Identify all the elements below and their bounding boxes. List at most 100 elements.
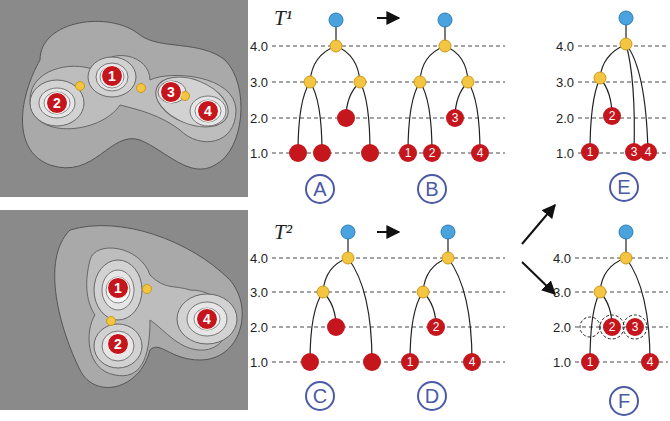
node-text: A [313, 179, 326, 199]
contour-map [195, 100, 221, 122]
merge-node [330, 40, 342, 52]
axis-value: 3.0 [553, 285, 571, 300]
contour-map [102, 331, 134, 361]
axis-value: 3.0 [556, 75, 574, 90]
contour-map [44, 92, 70, 114]
axis-value: 2.0 [250, 111, 268, 126]
node-text: 2 [433, 321, 440, 333]
arrow [522, 205, 555, 244]
contour-map [190, 96, 226, 126]
level-line [272, 46, 505, 47]
axis-value: 4.0 [250, 251, 268, 266]
merge-node [414, 76, 426, 88]
merge-node [439, 40, 451, 52]
peak-marker: 4 [196, 308, 218, 330]
arrow [377, 17, 399, 19]
saddle-point [137, 84, 146, 93]
axis-value: 2.0 [553, 320, 571, 335]
level-line [575, 327, 668, 328]
contour-map [187, 302, 227, 336]
root-node [619, 225, 633, 239]
axis-value: 4.0 [556, 39, 574, 54]
contour-map [149, 67, 236, 136]
unlabeled-leaf [363, 353, 381, 371]
node-text: E [617, 177, 630, 197]
saddle-point [107, 317, 116, 326]
node-text: 3 [452, 112, 459, 124]
contour-map [106, 277, 130, 303]
node-text: 1 [108, 69, 116, 83]
tree-name: T² [274, 220, 292, 245]
saddle-point [76, 82, 190, 326]
merge-node [620, 38, 632, 50]
axis-value: 2.0 [556, 111, 574, 126]
root-node [438, 13, 452, 27]
node-text: 2 [114, 337, 122, 351]
leaf-node: 4 [471, 144, 489, 162]
arrow [377, 231, 399, 233]
leaf-node: 1 [401, 353, 419, 371]
contour-map [0, 210, 248, 410]
peak-marker: 1 [107, 277, 129, 299]
peak-marker: 1 [101, 65, 123, 87]
merge-node [620, 252, 632, 264]
peak-marker: 4 [197, 100, 219, 122]
level-line [272, 118, 505, 119]
contour-map [30, 56, 236, 142]
node-text: 1 [587, 146, 594, 158]
node-text: 2 [53, 96, 61, 110]
merge-node [442, 252, 454, 264]
leaf-node: 2 [603, 107, 621, 125]
saddle-point [143, 285, 152, 294]
leaf-node: 4 [463, 353, 481, 371]
peak-marker: 2 [107, 333, 129, 355]
axis-value: 1.0 [553, 355, 571, 370]
merge-node [594, 286, 606, 298]
contour-map [55, 226, 243, 388]
node-text: 4 [647, 356, 654, 368]
merge-node [317, 286, 329, 298]
level-line [575, 292, 668, 293]
contour-map [0, 0, 248, 197]
node-text: B [425, 179, 438, 199]
node-text: 4 [203, 312, 211, 326]
peak-marker: 2 [46, 92, 68, 114]
node-text: 3 [631, 146, 638, 158]
dashed-ring [580, 315, 647, 339]
contour-map [177, 294, 237, 344]
level-line [272, 292, 505, 293]
dashed-ring [600, 315, 624, 339]
merge-node [354, 76, 366, 88]
panel-letter: C [305, 381, 335, 411]
node-text: 3 [167, 85, 175, 99]
axis-value: 4.0 [250, 39, 268, 54]
leaf-node: 1 [399, 144, 417, 162]
node-text: 1 [407, 356, 414, 368]
root-node [329, 13, 343, 27]
node-text: C [313, 386, 327, 406]
dashed-ring [580, 317, 600, 337]
panel-letter: A [305, 174, 335, 204]
dashed-ring [623, 315, 647, 339]
leaf-node: 4 [641, 353, 659, 371]
contour-map [39, 88, 75, 118]
panel-letter: E [609, 172, 639, 202]
contour-map [194, 308, 220, 330]
unlabeled-leaf [327, 318, 345, 336]
level-line [578, 82, 668, 83]
node-text: 1 [114, 281, 122, 295]
leaf-node: 2 [427, 318, 445, 336]
leaf-node: 2 [423, 144, 441, 162]
node-text: 2 [429, 147, 436, 159]
axis-value: 1.0 [556, 146, 574, 161]
root-node [619, 11, 633, 25]
leaf-node: 3 [446, 109, 464, 127]
node-text: 4 [469, 356, 476, 368]
node-text: 3 [632, 321, 639, 333]
axis-value: 1.0 [250, 355, 268, 370]
node-text: 1 [405, 147, 412, 159]
merge-node [462, 76, 474, 88]
merge-node [304, 76, 316, 88]
tree-branch [310, 232, 372, 362]
contour-map [0, 0, 248, 197]
